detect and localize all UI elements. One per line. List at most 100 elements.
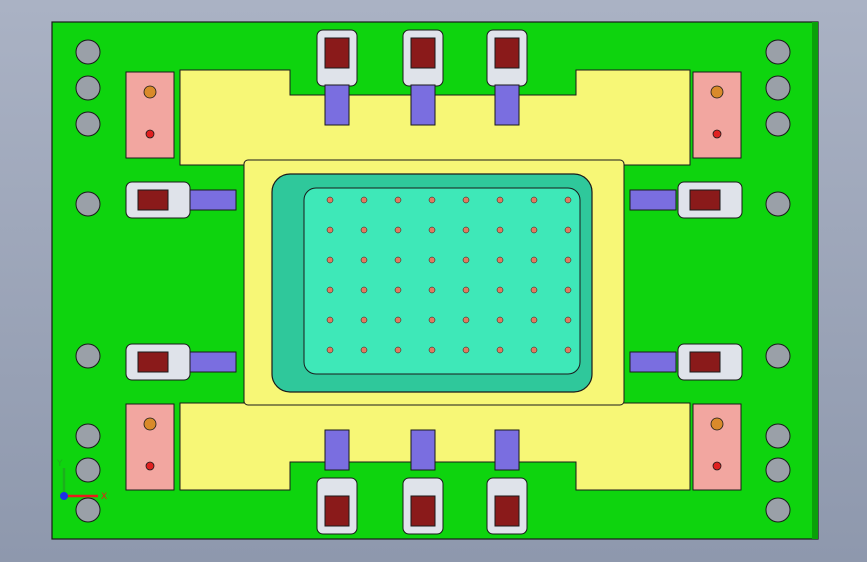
locator-block: [125, 403, 175, 491]
bolt-hole: [75, 39, 101, 65]
pin-hole: [428, 346, 436, 354]
pin-hole: [360, 316, 368, 324]
pin-hole: [564, 316, 572, 324]
z-axis-dot: [60, 492, 68, 500]
pin-hole: [394, 256, 402, 264]
locator-pin: [710, 85, 724, 99]
pin-hole: [326, 256, 334, 264]
toggle-clamp-arm: [189, 189, 237, 211]
bolt-hole: [75, 75, 101, 101]
pin-hole: [530, 256, 538, 264]
pin-hole: [428, 316, 436, 324]
pin-hole: [428, 226, 436, 234]
pin-hole: [496, 196, 504, 204]
work-cavity: [303, 187, 581, 375]
pin-hole: [564, 196, 572, 204]
pin-hole: [564, 226, 572, 234]
pin-hole: [530, 286, 538, 294]
pin-hole: [462, 316, 470, 324]
locator-block: [125, 71, 175, 159]
bolt-hole: [75, 497, 101, 523]
pin-hole: [326, 196, 334, 204]
pin-hole: [462, 256, 470, 264]
pin-hole: [564, 346, 572, 354]
locator-block: [692, 403, 742, 491]
pin-hole: [394, 316, 402, 324]
pin-hole: [462, 226, 470, 234]
pin-hole: [496, 286, 504, 294]
toggle-clamp-head: [494, 37, 520, 69]
pin-hole: [496, 346, 504, 354]
toggle-clamp-arm: [324, 429, 350, 471]
toggle-clamp-head: [137, 351, 169, 373]
pin-hole: [496, 316, 504, 324]
bolt-hole: [765, 191, 791, 217]
toggle-clamp-arm: [629, 189, 677, 211]
toggle-clamp-arm: [494, 429, 520, 471]
toggle-clamp-arm: [324, 84, 350, 126]
pin-hole: [360, 256, 368, 264]
toggle-clamp-head: [137, 189, 169, 211]
bolt-hole: [765, 497, 791, 523]
pin-hole: [326, 316, 334, 324]
bolt-hole: [765, 343, 791, 369]
pin-hole: [428, 286, 436, 294]
pin-hole: [360, 346, 368, 354]
toggle-clamp-arm: [189, 351, 237, 373]
pin-hole: [496, 256, 504, 264]
toggle-clamp-head: [410, 37, 436, 69]
locator-pin: [143, 85, 157, 99]
locator-block: [692, 71, 742, 159]
pin-hole: [564, 256, 572, 264]
bolt-hole: [75, 111, 101, 137]
pin-hole: [394, 196, 402, 204]
pin-hole: [530, 316, 538, 324]
locator-pin: [145, 461, 155, 471]
pin-hole: [462, 346, 470, 354]
base-plate-edge: [812, 22, 818, 539]
toggle-clamp-head: [494, 495, 520, 527]
bolt-hole: [765, 423, 791, 449]
toggle-clamp-arm: [629, 351, 677, 373]
toggle-clamp-head: [689, 189, 721, 211]
bolt-hole: [75, 423, 101, 449]
y-axis-label: Y: [56, 459, 63, 469]
locator-pin: [710, 417, 724, 431]
toggle-clamp-arm: [410, 429, 436, 471]
pin-hole: [428, 256, 436, 264]
toggle-clamp-head: [324, 37, 350, 69]
pin-hole: [530, 226, 538, 234]
pin-hole: [530, 346, 538, 354]
coordinate-triad: X Y: [56, 459, 107, 502]
bolt-hole: [765, 75, 791, 101]
bolt-hole: [75, 191, 101, 217]
bolt-hole: [765, 111, 791, 137]
toggle-clamp-arm: [494, 84, 520, 126]
toggle-clamp-head: [324, 495, 350, 527]
pin-hole: [326, 346, 334, 354]
pin-hole: [394, 286, 402, 294]
toggle-clamp-arm: [410, 84, 436, 126]
bolt-hole: [75, 457, 101, 483]
pin-hole: [428, 196, 436, 204]
pin-hole: [564, 286, 572, 294]
pin-hole: [496, 226, 504, 234]
pin-hole: [360, 196, 368, 204]
pin-hole: [394, 226, 402, 234]
pin-hole: [326, 226, 334, 234]
pin-hole: [360, 286, 368, 294]
toggle-clamp-head: [689, 351, 721, 373]
locator-pin: [145, 129, 155, 139]
x-axis-label: X: [101, 492, 107, 502]
locator-pin: [143, 417, 157, 431]
locator-pin: [712, 461, 722, 471]
pin-hole: [394, 346, 402, 354]
pin-hole: [360, 226, 368, 234]
locator-pin: [712, 129, 722, 139]
pin-hole: [462, 286, 470, 294]
bolt-hole: [765, 39, 791, 65]
pin-hole: [326, 286, 334, 294]
pin-hole: [530, 196, 538, 204]
